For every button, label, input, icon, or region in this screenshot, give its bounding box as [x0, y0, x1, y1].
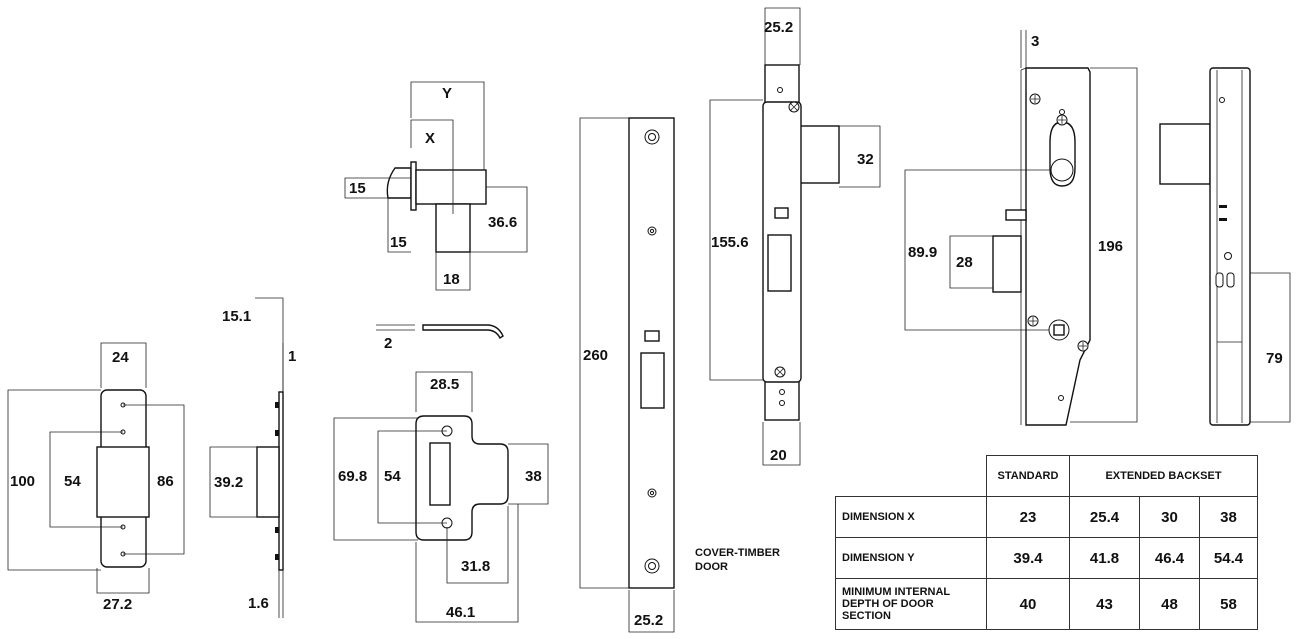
- lock-body-edge: [1159, 67, 1291, 426]
- header-extended-backset: EXTENDED BACKSET: [1069, 455, 1258, 497]
- caption-cover-line2: DOOR: [695, 561, 728, 573]
- latch-body: [415, 169, 487, 205]
- table-cell: 58: [1199, 578, 1258, 630]
- strike-plate: [7, 342, 185, 594]
- lock-side-latch: [992, 235, 1022, 293]
- lock-front-slot-small: [774, 207, 789, 219]
- cover-slot-large: [640, 352, 665, 409]
- cover-slot-small: [644, 330, 660, 342]
- dim-strike-height: 100: [10, 473, 35, 490]
- dim-keeper-bottom: 46.1: [446, 604, 475, 621]
- dim-latch-lower: 15: [390, 234, 407, 251]
- table-row: DIMENSION X 23 25.4 30 38: [835, 496, 1258, 538]
- lock-edge-bolt: [1159, 123, 1211, 185]
- row-label: MINIMUM INTERNAL DEPTH OF DOOR SECTION: [835, 578, 987, 630]
- keeper: [333, 371, 549, 623]
- table-row: MINIMUM INTERNAL DEPTH OF DOOR SECTION 4…: [835, 578, 1258, 630]
- dim-keeper-top: 28.5: [430, 376, 459, 393]
- dim-side-bottom: 1.6: [248, 595, 269, 612]
- lock-side-tab: [1005, 209, 1027, 221]
- lock-side-cylinder-hole: [1050, 158, 1074, 182]
- table-cell: 23: [986, 496, 1070, 538]
- dim-latch-x: X: [425, 130, 435, 147]
- row-label: DIMENSION X: [835, 496, 987, 538]
- table-cell: 41.8: [1069, 537, 1140, 579]
- dim-keeper-right: 38: [525, 468, 542, 485]
- bent-strip: [422, 324, 504, 340]
- dim-side-height: 39.2: [214, 474, 243, 491]
- dim-side-height-196: 196: [1098, 238, 1123, 255]
- lock-front-bolt: [798, 125, 840, 184]
- side-plate-profile: [209, 297, 284, 618]
- dim-side-thickness: 1: [288, 348, 296, 365]
- dim-side-top: 15.1: [222, 308, 251, 325]
- lock-front-slot-large: [767, 234, 792, 292]
- spec-table-header: STANDARD EXTENDED BACKSET: [835, 455, 1258, 497]
- table-cell: 48: [1139, 578, 1200, 630]
- dim-strike-outer: 86: [157, 473, 174, 490]
- lock-body-front: [709, 7, 881, 466]
- dim-latch-depth: 36.6: [488, 214, 517, 231]
- cover-plate: [579, 117, 675, 633]
- dim-front-height: 155.6: [711, 234, 749, 251]
- row-label: DIMENSION Y: [835, 537, 987, 579]
- lock-body-side: [904, 30, 1138, 426]
- dim-cover-height: 260: [583, 347, 608, 364]
- bent-piece: [376, 324, 504, 340]
- dim-side-latch: 28: [956, 254, 973, 271]
- side-plate-box: [256, 446, 280, 518]
- strike-plate-lip: [96, 446, 150, 518]
- dim-latch-left: 15: [349, 180, 366, 197]
- caption-cover-line1: COVER-TIMBER: [695, 547, 780, 559]
- dim-side-centre: 89.9: [908, 244, 937, 261]
- latch-head: [386, 167, 412, 199]
- dim-keeper-height: 69.8: [338, 468, 367, 485]
- table-row: DIMENSION Y 39.4 41.8 46.4 54.4: [835, 537, 1258, 579]
- table-cell: 40: [986, 578, 1070, 630]
- table-cell: 39.4: [986, 537, 1070, 579]
- dim-strike-inner: 54: [64, 473, 81, 490]
- dim-front-bottom: 20: [770, 447, 787, 464]
- dim-keeper-lower: 31.8: [461, 558, 490, 575]
- dim-bent-piece: 2: [384, 335, 392, 352]
- dim-front-top: 25.2: [764, 19, 793, 36]
- latch-bolt: [344, 81, 528, 291]
- dim-latch-width: 18: [443, 271, 460, 288]
- dim-front-bolt: 32: [857, 151, 874, 168]
- keeper-slot: [429, 442, 451, 506]
- spec-table: STANDARD EXTENDED BACKSET DIMENSION X 23…: [835, 455, 1258, 630]
- dim-keeper-inner: 54: [384, 468, 401, 485]
- latch-flange: [410, 161, 417, 211]
- table-cell: 38: [1199, 496, 1258, 538]
- dim-strike-width-top: 24: [112, 349, 129, 366]
- table-cell: 43: [1069, 578, 1140, 630]
- dim-side-offset: 3: [1031, 33, 1039, 50]
- dim-latch-y: Y: [442, 85, 452, 102]
- dim-strike-width-bottom: 27.2: [103, 596, 132, 613]
- lock-edge-body: [1209, 67, 1251, 426]
- table-cell: 54.4: [1199, 537, 1258, 579]
- table-cell: 30: [1139, 496, 1200, 538]
- table-cell: 46.4: [1139, 537, 1200, 579]
- dim-edge-bottom: 79: [1266, 350, 1283, 367]
- table-cell: 25.4: [1069, 496, 1140, 538]
- dim-cover-width: 25.2: [634, 612, 663, 629]
- header-standard: STANDARD: [986, 455, 1070, 497]
